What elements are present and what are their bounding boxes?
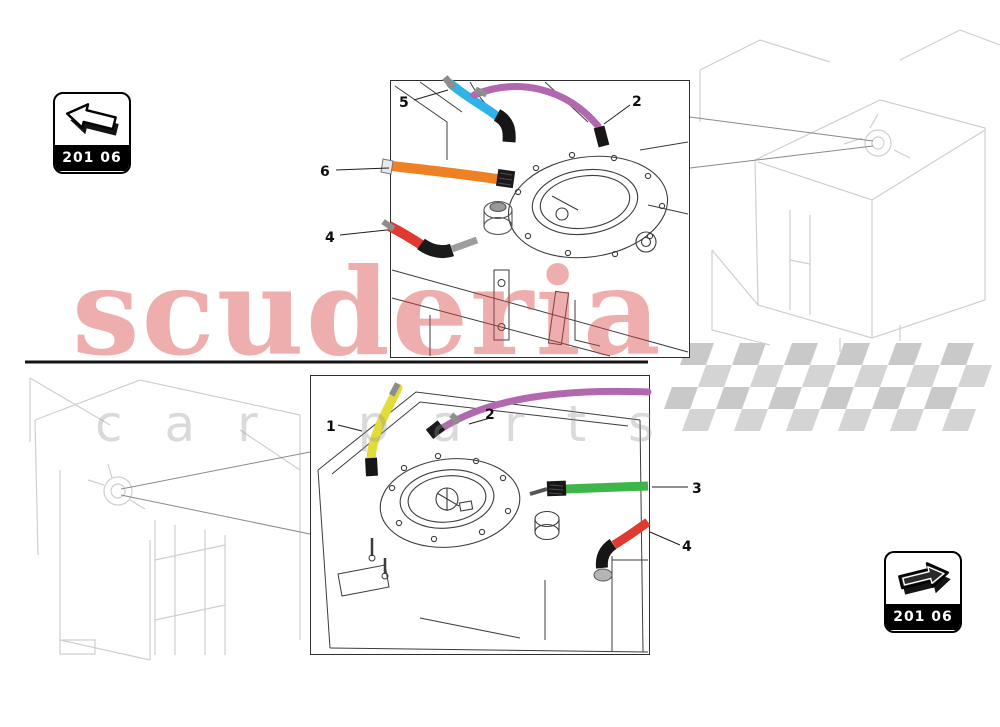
hose-6-end-cap xyxy=(380,158,394,175)
callout-bottom-2: 2 xyxy=(485,407,495,423)
hose-1-clamp xyxy=(389,382,401,397)
next-section-badge[interactable]: 201 06 xyxy=(884,551,962,633)
context-drawing-top-right xyxy=(699,29,1000,352)
hose-4-bottom-red xyxy=(593,518,651,582)
prev-section-badge[interactable]: 201 06 xyxy=(53,92,131,174)
hose-3-green xyxy=(529,480,649,497)
hose-4-bottom-elbow-fitting xyxy=(595,539,617,569)
hose-2-bottom-clamp xyxy=(449,412,462,425)
callout-top-2: 2 xyxy=(632,94,642,110)
detail-leader-wedges xyxy=(120,116,874,535)
callout-top-4: 4 xyxy=(325,230,335,246)
cylinder-fitting-top xyxy=(483,200,513,236)
callout-bottom-1: 1 xyxy=(326,419,336,435)
hose-3-stub xyxy=(529,487,548,496)
hose-5-blue xyxy=(442,75,516,143)
arrow-back-icon xyxy=(55,94,129,145)
hose-4-top-elbow-fitting xyxy=(417,238,455,259)
hose-2-bottom-fitting xyxy=(425,420,445,440)
callout-top-6: 6 xyxy=(320,164,330,180)
prev-section-label: 201 06 xyxy=(55,145,129,171)
checkered-flag-decoration xyxy=(663,343,992,431)
next-section-label: 201 06 xyxy=(886,604,960,630)
context-drawing-bottom-left xyxy=(29,377,301,661)
hose-2-top-magenta xyxy=(470,83,610,148)
hose-2-bottom-magenta xyxy=(425,387,652,440)
callout-bottom-3: 3 xyxy=(692,481,702,497)
hose-4-top-barb xyxy=(450,236,479,253)
top-diagram-structure xyxy=(390,80,690,358)
arrow-forward-icon xyxy=(886,553,960,604)
hose-6-orange xyxy=(380,158,516,189)
hose-2-top-fitting xyxy=(593,125,610,148)
fuel-pump-flange-top xyxy=(507,151,669,259)
hose-1-yellow xyxy=(365,382,403,477)
hose-4-top-clamp xyxy=(381,219,396,232)
hose-1-fitting xyxy=(365,457,378,477)
hose-4-top-red xyxy=(381,219,479,259)
bottom-callout-leaders xyxy=(337,417,688,546)
fuel-pump-flange-bottom xyxy=(379,452,560,548)
callout-top-5: 5 xyxy=(399,95,409,111)
hose-5-clamp xyxy=(442,75,457,91)
hose-5-elbow-fitting xyxy=(493,109,516,143)
hose-2-top-clamp xyxy=(474,86,488,98)
hose-3-fitting xyxy=(546,480,567,497)
hose-4-bottom-barb xyxy=(593,568,613,582)
top-callout-leaders xyxy=(335,89,631,236)
callout-bottom-4: 4 xyxy=(682,539,692,555)
bottom-diagram-structure xyxy=(310,375,650,655)
